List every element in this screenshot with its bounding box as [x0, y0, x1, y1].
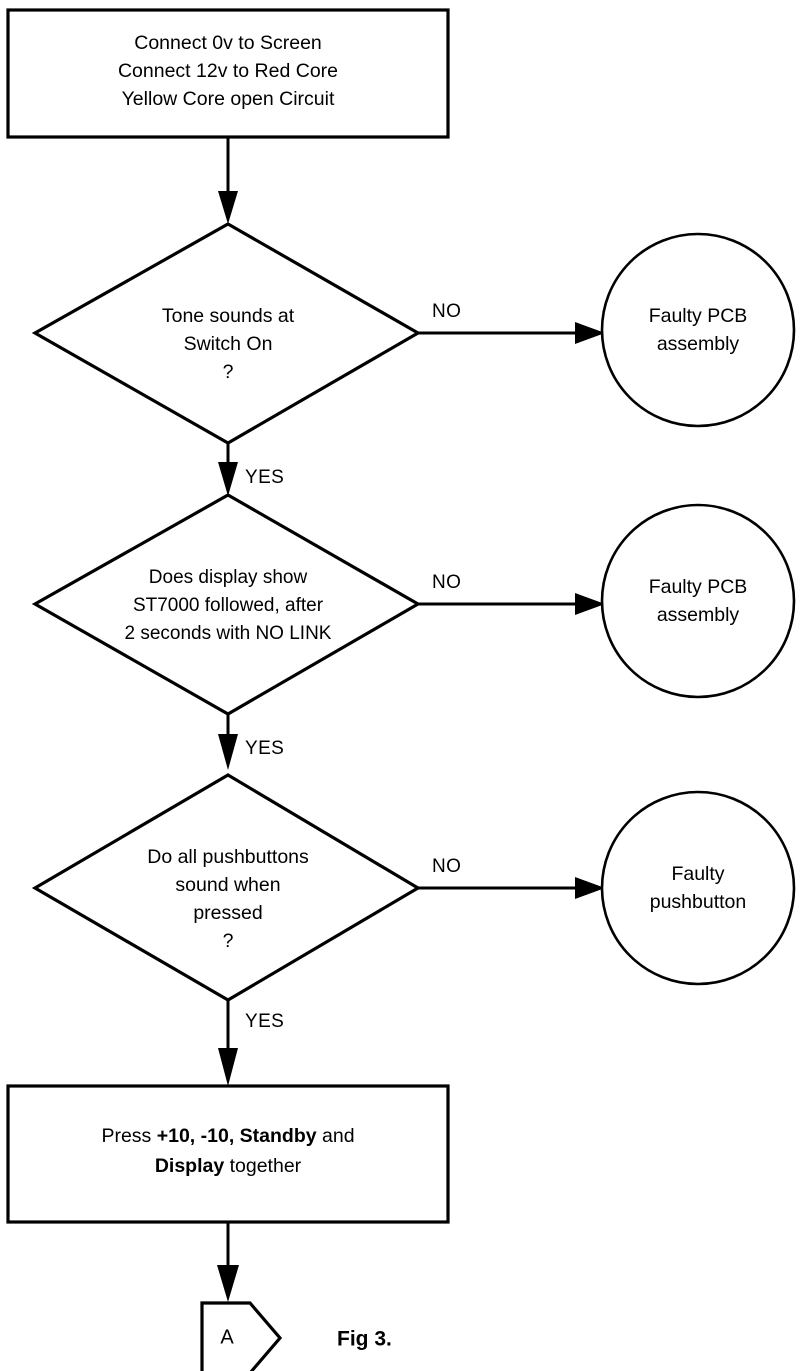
node-terminal-3: Faulty pushbutton	[600, 790, 796, 986]
decision-2-line-3: 2 seconds with NO LINK	[125, 623, 332, 644]
terminal-2-circle	[600, 503, 796, 699]
action-line2-bold: Display	[155, 1155, 225, 1177]
action-box-line-1: Press +10, -10, Standby and	[101, 1125, 354, 1147]
action-box-rect	[6, 1084, 450, 1224]
edge-label-yes-1: YES	[245, 467, 284, 488]
edge-decision3-yes: YES	[218, 1000, 284, 1086]
edge-decision2-no: NO	[418, 572, 605, 615]
terminal-1-circle	[600, 232, 796, 428]
edge-label-no-1: NO	[432, 301, 461, 322]
decision-3-line-4: ?	[223, 930, 234, 952]
terminal-2-line-1: Faulty PCB	[649, 576, 748, 598]
arrowhead-right-icon	[575, 322, 605, 344]
decision-3-line-3: pressed	[193, 902, 262, 924]
edge-decision3-no: NO	[418, 856, 605, 899]
action-line1-bold-b: Standby	[240, 1125, 317, 1147]
arrowhead-down-icon	[218, 734, 238, 770]
action-line1-prefix: Press	[101, 1125, 156, 1147]
arrowhead-down-icon	[218, 1048, 238, 1086]
decision-2-line-2: ST7000 followed, after	[133, 595, 324, 616]
edge-label-no-2: NO	[432, 572, 461, 593]
decision-3-line-1: Do all pushbuttons	[147, 846, 309, 868]
edge-decision2-yes: YES	[218, 714, 284, 770]
start-box-line-3: Yellow Core open Circuit	[122, 88, 335, 110]
action-line1-suffix: and	[317, 1125, 355, 1147]
action-line1-bold-a: +10, -10,	[157, 1125, 240, 1147]
offpage-connector-label: A	[220, 1326, 234, 1348]
node-decision-3: Do all pushbuttons sound when pressed ?	[31, 773, 422, 1002]
start-box-rect	[6, 8, 450, 139]
decision-3-line-2: sound when	[175, 874, 280, 896]
terminal-2-line-2: assembly	[657, 604, 740, 626]
node-terminal-1: Faulty PCB assembly	[600, 232, 796, 428]
figure-caption: Fig 3.	[337, 1328, 392, 1351]
start-box-line-2: Connect 12v to Red Core	[118, 60, 338, 82]
decision-1-line-1: Tone sounds at	[162, 305, 295, 327]
edge-decision1-no: NO	[418, 301, 605, 344]
node-decision-2: Does display show ST7000 followed, after…	[31, 493, 422, 716]
offpage-connector-pentagon	[200, 1301, 283, 1371]
arrowhead-right-icon	[575, 593, 605, 615]
terminal-1-line-2: assembly	[657, 333, 740, 355]
action-line2-suffix: together	[224, 1155, 301, 1177]
arrowhead-down-icon	[218, 462, 238, 496]
node-offpage-connector: A	[200, 1301, 283, 1371]
node-decision-1: Tone sounds at Switch On ?	[31, 222, 422, 445]
arrowhead-right-icon	[575, 877, 605, 899]
arrowhead-down-icon	[217, 1265, 239, 1302]
decision-2-line-1: Does display show	[149, 567, 308, 588]
edge-decision1-yes: YES	[218, 443, 284, 496]
arrowhead-down-icon	[218, 191, 238, 224]
edge-label-yes-3: YES	[245, 1011, 284, 1032]
terminal-3-line-2: pushbutton	[650, 891, 747, 913]
node-terminal-2: Faulty PCB assembly	[600, 503, 796, 699]
decision-1-line-2: Switch On	[184, 333, 273, 355]
connector-action-to-offpage	[217, 1222, 239, 1302]
node-action-box: Press +10, -10, Standby and Display toge…	[6, 1084, 450, 1224]
terminal-3-circle	[600, 790, 796, 986]
node-start-box: Connect 0v to Screen Connect 12v to Red …	[6, 8, 450, 139]
edge-label-yes-2: YES	[245, 738, 284, 759]
terminal-1-line-1: Faulty PCB	[649, 305, 748, 327]
start-box-line-1: Connect 0v to Screen	[134, 32, 322, 54]
connector-start-to-decision1	[218, 137, 238, 224]
action-box-line-2: Display together	[155, 1155, 302, 1177]
terminal-3-line-1: Faulty	[671, 863, 724, 885]
decision-1-line-3: ?	[223, 361, 234, 383]
edge-label-no-3: NO	[432, 856, 461, 877]
